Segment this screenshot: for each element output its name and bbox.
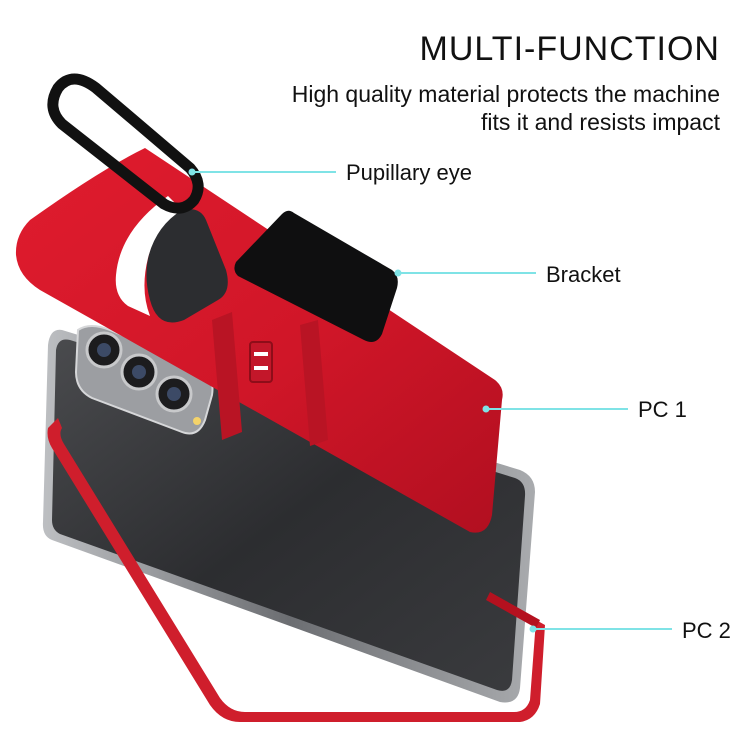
pc1-case xyxy=(15,148,503,533)
subtitle-line-1: High quality material protects the machi… xyxy=(291,81,720,107)
camera-module xyxy=(74,325,214,435)
callout-pupillary-eye: Pupillary eye xyxy=(346,160,472,185)
pupillary-eye-ring xyxy=(47,73,204,214)
leader-lines xyxy=(188,168,672,633)
kickstand xyxy=(212,312,328,446)
headline: MULTI-FUNCTION xyxy=(419,30,720,68)
callout-bracket: Bracket xyxy=(546,262,621,287)
phone-body xyxy=(42,325,536,703)
callout-pc2: PC 2 xyxy=(682,618,731,643)
subtitle: High quality material protects the machi… xyxy=(200,80,720,136)
pc2-frame xyxy=(47,418,545,722)
subtitle-line-2: fits it and resists impact xyxy=(480,109,720,135)
callout-pc1: PC 1 xyxy=(638,397,687,422)
bracket-plate xyxy=(234,210,398,342)
